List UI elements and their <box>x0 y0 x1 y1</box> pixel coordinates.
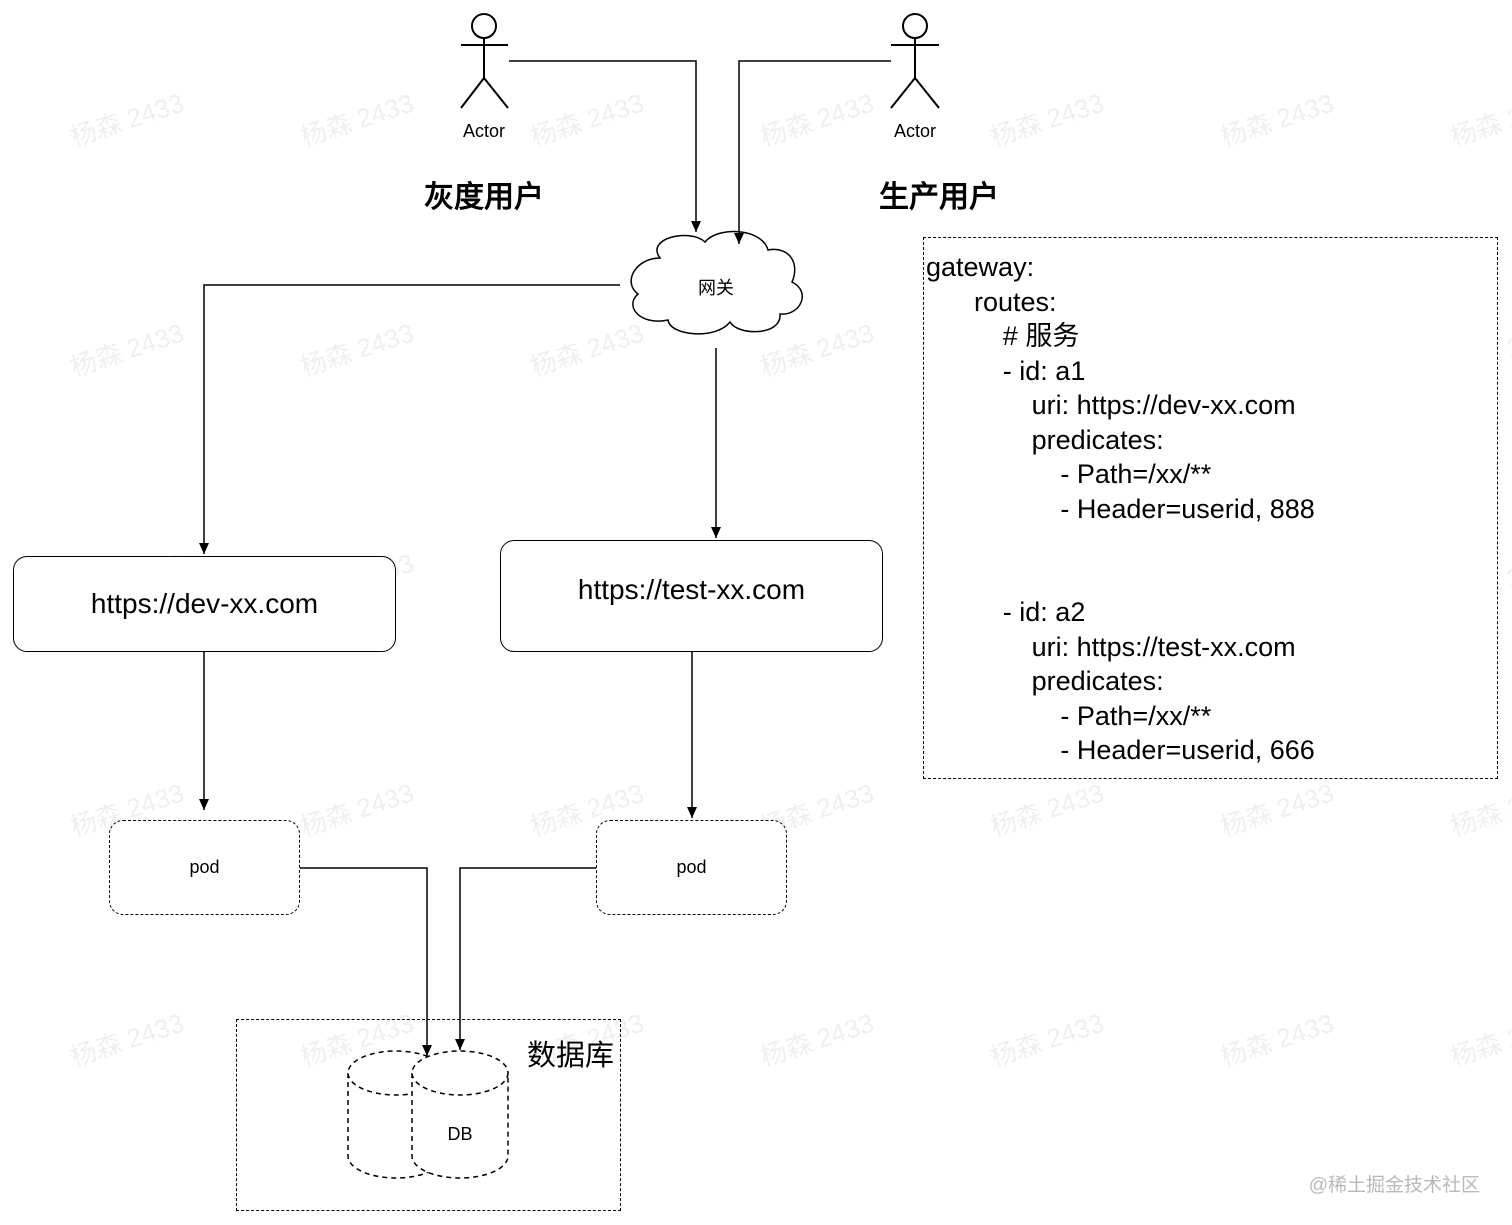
config-line: uri: https://dev-xx.com <box>1031 390 1296 420</box>
config-line: gateway: <box>926 252 1035 282</box>
config-code: gateway: routes: # 服务 - id: a1 uri: https://… <box>924 250 1497 768</box>
pod-box-dev: pod <box>109 820 300 915</box>
config-line: - Header=userid, 666 <box>1060 735 1315 765</box>
pod-label-dev: pod <box>189 857 220 877</box>
edge-pod-test-to-db <box>455 867 596 1050</box>
config-line: - Path=/xx/** <box>1060 700 1212 731</box>
actor-label-gray: Actor <box>462 121 506 141</box>
config-line: predicates: <box>1031 666 1164 696</box>
service-url-test: https://test-xx.com <box>577 574 806 605</box>
actor-figure-prod <box>890 13 940 109</box>
config-line: - id: a2 <box>1002 597 1086 627</box>
edge-gateway-to-dev <box>199 284 620 554</box>
actor-figure-gray <box>460 13 509 109</box>
gateway-cloud <box>630 230 803 335</box>
config-line: routes: <box>974 286 1057 317</box>
config-line <box>924 526 1497 561</box>
config-line: uri: https://test-xx.com <box>1031 631 1296 662</box>
service-url-dev: https://dev-xx.com <box>90 588 319 619</box>
config-line: - id: a1 <box>1002 355 1086 386</box>
gray-users-label: 灰度用户 <box>424 181 544 214</box>
gateway-label: 网关 <box>698 278 734 298</box>
database-frame-label: 数据库 <box>527 1040 615 1072</box>
pod-label-test: pod <box>676 857 707 877</box>
edge-gray-actor-to-gateway <box>509 60 701 232</box>
db-cylinder-label: DB <box>447 1124 473 1144</box>
config-line: # 服务 <box>1002 321 1080 351</box>
config-line: - Path=/xx/** <box>1060 459 1212 489</box>
edge-prod-actor-to-gateway <box>734 60 891 244</box>
config-line <box>924 561 1497 596</box>
gateway-config-box: gateway: routes: # 服务 - id: a1 uri: https://… <box>923 237 1498 779</box>
service-box-test: https://test-xx.com <box>500 540 883 652</box>
service-box-dev: https://dev-xx.com <box>13 556 396 652</box>
db-cylinder-front <box>411 1050 509 1179</box>
database-frame <box>236 1019 621 1211</box>
actor-label-prod: Actor <box>893 121 937 141</box>
pod-box-test: pod <box>596 820 787 915</box>
footer-credit: @稀土掘金技术社区 <box>1308 1175 1480 1196</box>
config-line: predicates: <box>1031 424 1164 455</box>
config-line: - Header=userid, 888 <box>1060 493 1315 524</box>
edge-pod-dev-to-db <box>300 867 432 1056</box>
prod-users-label: 生产用户 <box>879 181 999 214</box>
